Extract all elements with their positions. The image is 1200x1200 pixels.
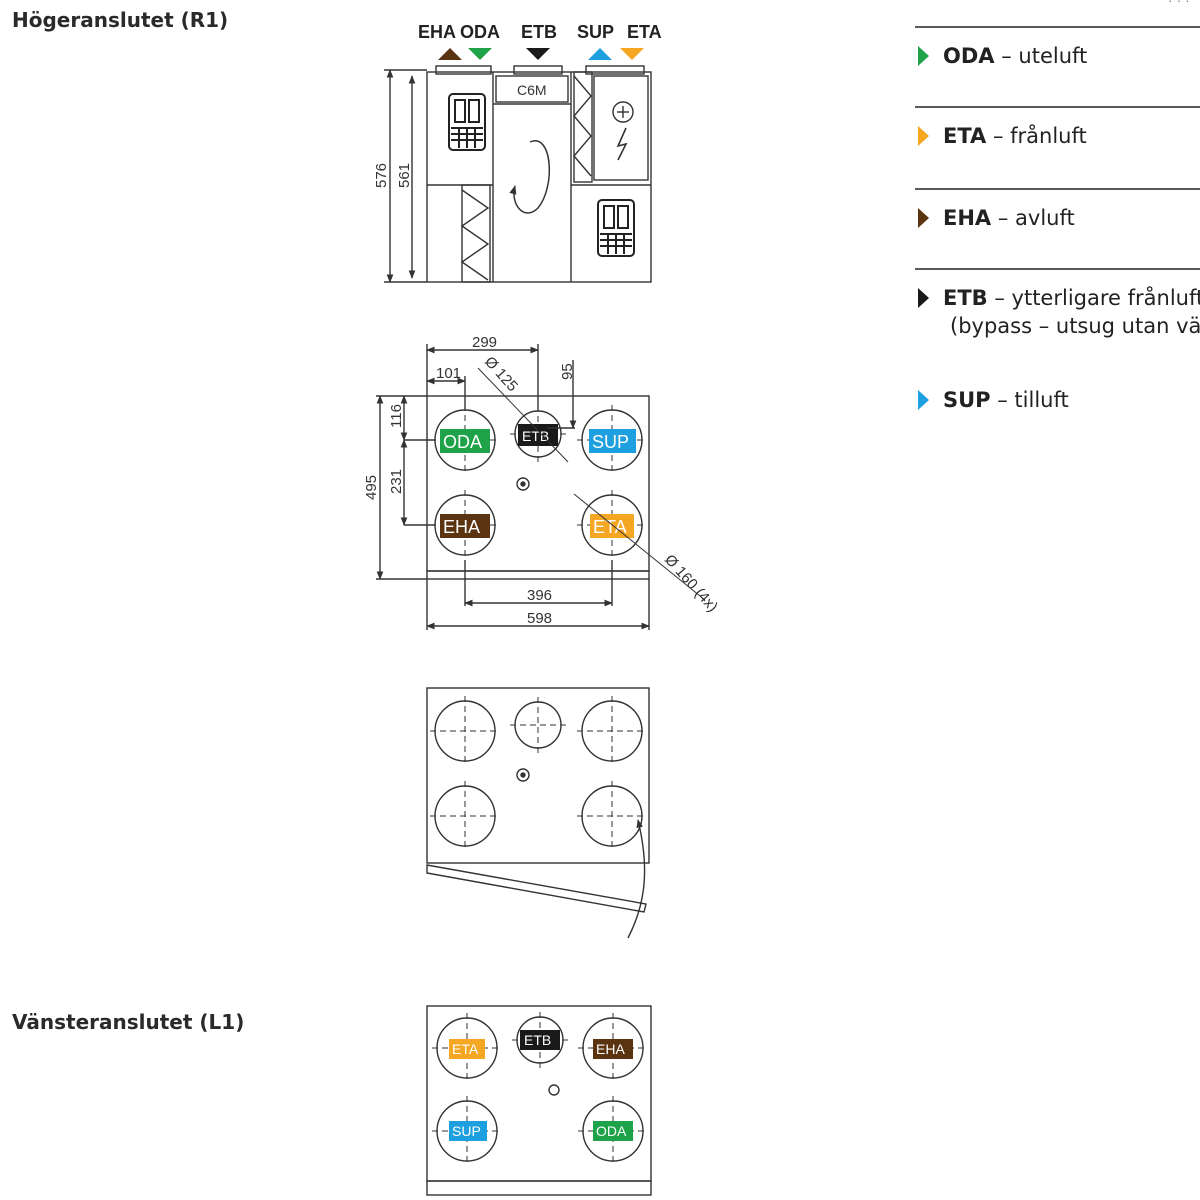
left-port-eha: EHA (596, 1041, 625, 1057)
front-port-etb: ETB (522, 428, 549, 444)
dim-125: Ø 125 (481, 353, 521, 395)
legend-text: – uteluft (994, 44, 1088, 68)
front-port-oda: ODA (443, 432, 482, 452)
legend-divider (915, 268, 1200, 270)
dim-396: 396 (527, 587, 552, 604)
legend-item-eta: ETA – frånluft (918, 124, 1087, 148)
left-connected-view: ETA ETB EHA SUP ODA (426, 1005, 652, 1196)
sup-up-arrow-icon (588, 48, 612, 60)
dim-231: 231 (388, 469, 405, 494)
front-port-sup: SUP (592, 432, 629, 452)
legend-code: ETB (943, 286, 988, 310)
top-label-oda: ODA (460, 22, 500, 42)
eta-down-arrow-icon (620, 48, 644, 60)
front-port-eta: ETA (593, 517, 627, 537)
legend-text: – tilluft (990, 388, 1069, 412)
orange-triangle-icon (918, 126, 929, 146)
legend-text: – ytterligare frånluft (987, 286, 1200, 310)
left-port-eta: ETA (452, 1041, 479, 1057)
legend-divider (915, 188, 1200, 190)
legend-text: – frånluft (986, 124, 1087, 148)
legend-item-sup: SUP – tilluft (918, 388, 1069, 412)
front-port-eha: EHA (443, 517, 480, 537)
top-label-etb: ETB (521, 22, 557, 42)
legend-item-eha: EHA – avluft (918, 206, 1075, 230)
legend-text: – avluft (991, 206, 1075, 230)
dim-598: 598 (527, 610, 552, 627)
dim-561: 561 (396, 163, 413, 188)
top-label-eha: EHA (418, 22, 456, 42)
dim-116: 116 (388, 404, 405, 428)
dim-95: 95 (559, 363, 576, 380)
legend-code: ETA (943, 124, 987, 148)
dim-160: Ø 160 (4x) (661, 551, 721, 615)
green-triangle-icon (918, 46, 929, 66)
legend-code: SUP (943, 388, 991, 412)
legend-divider (915, 26, 1200, 28)
etb-down-arrow-icon (526, 48, 550, 60)
dim-299: 299 (472, 334, 497, 351)
heading-right-connected: Högeranslutet (R1) (12, 8, 229, 32)
door-open-view (426, 687, 650, 939)
legend-text-line2: (bypass – utsug utan vä (950, 314, 1200, 338)
dim-101: 101 (436, 365, 461, 382)
dim-495: 495 (363, 475, 380, 500)
corner-ellipsis: · · · (1168, 0, 1190, 8)
legend-item-etb: ETB – ytterligare frånluft (bypass – uts… (918, 286, 1200, 338)
left-port-sup: SUP (452, 1123, 481, 1139)
oda-down-arrow-icon (468, 48, 492, 60)
top-label-sup: SUP (577, 22, 614, 42)
brown-triangle-icon (918, 208, 929, 228)
left-port-etb: ETB (524, 1032, 551, 1048)
legend-item-oda: ODA – uteluft (918, 44, 1087, 68)
top-view: EHA ODA ETB SUP ETA C6M (373, 22, 662, 283)
blue-triangle-icon (918, 390, 929, 410)
heading-left-connected: Vänsteranslutet (L1) (12, 1010, 245, 1034)
legend-code: EHA (943, 206, 992, 230)
legend-code: ODA (943, 44, 995, 68)
dim-576: 576 (373, 163, 390, 188)
top-label-eta: ETA (627, 22, 662, 42)
front-view: ODA ETB SUP EHA ETA 299 101 (363, 334, 721, 630)
device-label: C6M (517, 82, 547, 98)
black-triangle-icon (918, 288, 929, 308)
legend-divider (915, 106, 1200, 108)
left-port-oda: ODA (596, 1123, 627, 1139)
eha-up-arrow-icon (438, 48, 462, 60)
